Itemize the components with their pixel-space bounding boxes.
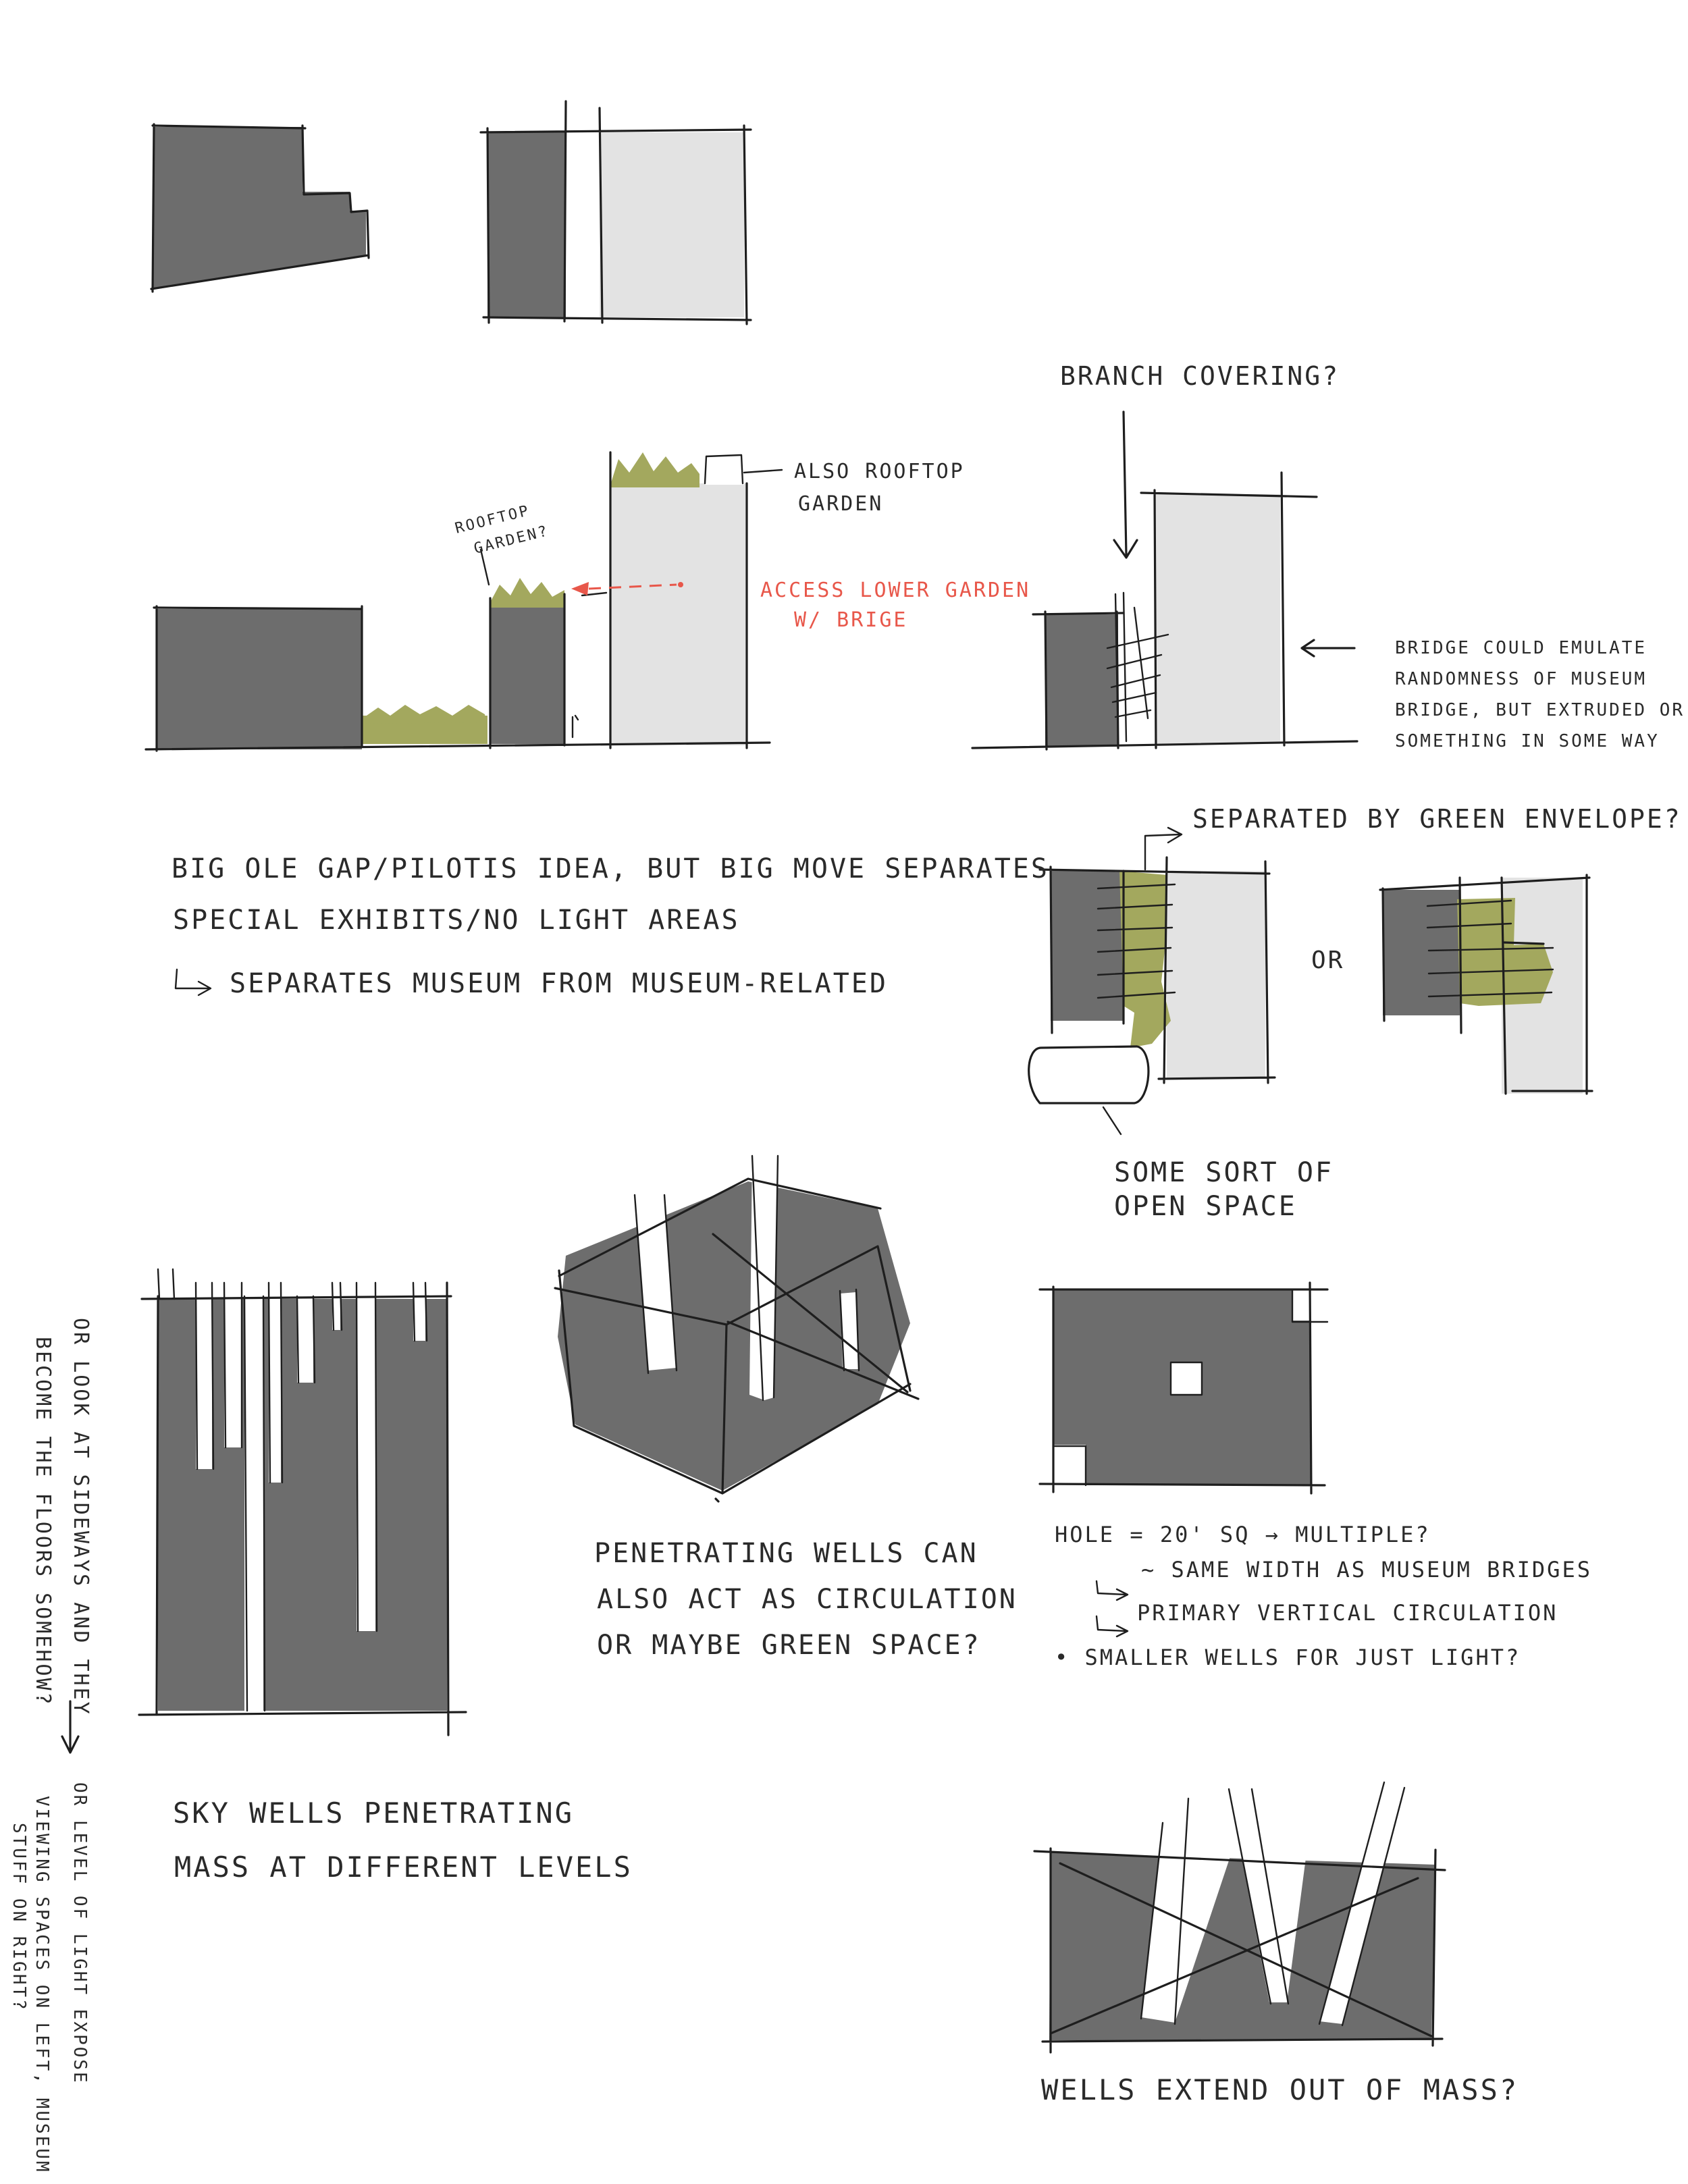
note-wells-extend: WELLS EXTEND OUT OF MASS? — [1041, 2073, 1519, 2106]
note-bridge-4: SOMETHING IN SOME WAY — [1395, 731, 1660, 751]
note-or: OR — [1311, 947, 1344, 974]
down-arrow-icon — [61, 1700, 80, 1754]
sketch-hole-plan — [1038, 1281, 1329, 1495]
note-access-lower-1: ACCESS LOWER GARDEN — [760, 579, 1030, 602]
note-big-gap-3: SEPARATES MUSEUM FROM MUSEUM-RELATED — [230, 968, 888, 999]
note-branch-covering: BRANCH COVERING? — [1060, 361, 1340, 391]
note-also-rooftop-1: ALSO ROOFTOP — [794, 460, 965, 483]
note-side-1: OR LOOK AT SIDEWAYS AND THEY — [69, 1318, 93, 1716]
note-also-rooftop-2: GARDEN — [798, 492, 883, 516]
return-arrow-icon — [174, 968, 212, 996]
note-penetrating-3: OR MAYBE GREEN SPACE? — [597, 1630, 981, 1661]
sketch-branch-bridge — [971, 410, 1359, 751]
note-open-space-2: OPEN SPACE — [1114, 1191, 1297, 1222]
note-big-gap-2: SPECIAL EXHIBITS/NO LIGHT AREAS — [173, 905, 740, 936]
note-big-gap-1: BIG OLE GAP/PILOTIS IDEA, BUT BIG MOVE S… — [172, 853, 1049, 884]
note-hole-2: ~ SAME WIDTH AS MUSEUM BRIDGES — [1141, 1557, 1592, 1582]
note-penetrating-2: ALSO ACT AS CIRCULATION — [597, 1584, 1018, 1615]
note-penetrating-1: PENETRATING WELLS CAN — [594, 1538, 978, 1569]
note-side-5: STUFF ON RIGHT? — [9, 1823, 29, 2012]
sketch-penetrating-wells — [554, 1154, 920, 1503]
sketch-wells-extend — [1033, 1781, 1446, 2054]
note-side-3: OR LEVEL OF LIGHT EXPOSE — [70, 1782, 90, 2085]
return-arrow-icon-2 — [1095, 1580, 1129, 1601]
sketch-split-block — [479, 100, 752, 325]
note-bridge-2: RANDOMNESS OF MUSEUM — [1395, 669, 1647, 689]
note-sky-wells-2: MASS AT DIFFERENT LEVELS — [174, 1850, 633, 1884]
sketch-sky-wells — [138, 1268, 467, 1736]
note-side-2: BECOME THE FLOORS SOMEHOW? — [31, 1337, 55, 1707]
return-arrow-icon-3 — [1095, 1615, 1129, 1638]
note-sky-wells-1: SKY WELLS PENETRATING — [173, 1796, 574, 1830]
note-bridge-1: BRIDGE COULD EMULATE — [1395, 638, 1647, 658]
note-hole-1: HOLE = 20' SQ → MULTIPLE? — [1055, 1522, 1431, 1547]
note-bridge-3: BRIDGE, BUT EXTRUDED OR — [1395, 700, 1685, 720]
note-access-lower-2: W/ BRIGE — [794, 608, 908, 632]
note-open-space-1: SOME SORT OF — [1114, 1157, 1334, 1188]
note-hole-3: PRIMARY VERTICAL CIRCULATION — [1137, 1600, 1558, 1626]
sketch-stepped-block — [150, 123, 370, 293]
note-side-4: VIEWING SPACES ON LEFT, MUSEUM — [32, 1796, 52, 2174]
sketch-section-gardens — [144, 451, 783, 752]
sketch-green-envelope — [1028, 826, 1593, 1136]
note-separated-green: SEPARATED BY GREEN ENVELOPE? — [1192, 804, 1682, 834]
note-hole-4: • SMALLER WELLS FOR JUST LIGHT? — [1055, 1645, 1521, 1670]
